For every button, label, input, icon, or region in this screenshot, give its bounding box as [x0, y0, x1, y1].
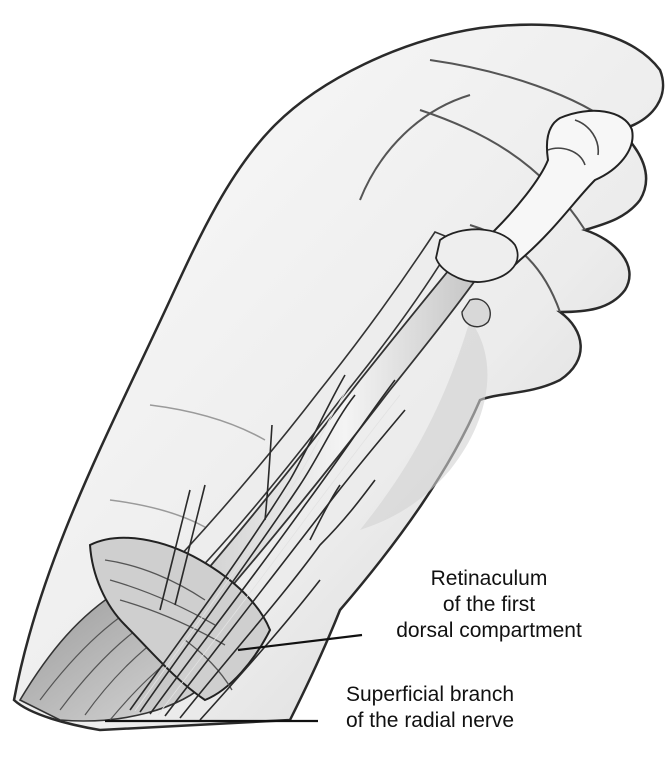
radial-nerve-label-line-2: of the radial nerve: [345, 709, 515, 732]
retinaculum-label: Retinaculum of the first dorsal compartm…: [364, 566, 614, 644]
radial-nerve-branches: [129, 374, 406, 721]
retinaculum-leader-line: [237, 633, 363, 652]
muscle-striations: [39, 609, 191, 721]
wrist-creases: [109, 404, 266, 531]
finger-lines: [359, 59, 621, 313]
retinaculum-label-line-3: dorsal compartment: [396, 619, 582, 642]
radial-nerve-label-line-1: Superficial branch: [345, 683, 515, 706]
thumb-joint: [547, 119, 600, 166]
palm-shading: [360, 320, 488, 530]
mcp-joint: [435, 228, 519, 283]
radial-nerve-label: Superficial branch of the radial nerve: [310, 682, 550, 734]
radial-nerve-fill: [134, 384, 401, 716]
joint-capsule: [461, 298, 491, 328]
retinaculum-label-line-1: Retinaculum: [430, 567, 548, 590]
retinaculum-label-line-2: of the first: [442, 593, 536, 616]
